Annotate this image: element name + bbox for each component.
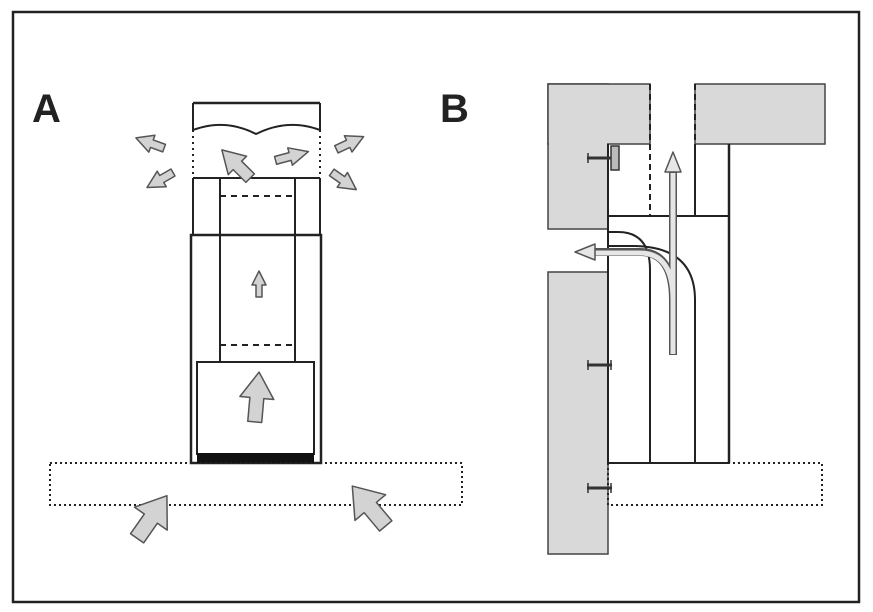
- outer-chimney: [189, 233, 323, 465]
- lower-wall: [547, 271, 609, 555]
- wall-screw: [587, 363, 612, 490]
- panel-a-worktop: [49, 462, 463, 506]
- arrow-icon: [333, 134, 365, 154]
- arrow-icon: [221, 149, 256, 184]
- arrow-icon: [146, 168, 176, 189]
- filter-bar: [197, 453, 314, 463]
- arrow-icon: [664, 151, 682, 173]
- arrow-icon: [273, 147, 310, 166]
- arrow-icon: [574, 243, 596, 261]
- panel-a-label: A: [32, 87, 61, 131]
- panel-b-label: B: [440, 87, 469, 131]
- arrow-icon: [129, 494, 168, 544]
- wall-bracket: [587, 145, 620, 171]
- arrow-icon: [328, 168, 358, 191]
- ceiling-right: [694, 83, 826, 145]
- panel-b-worktop: [607, 462, 823, 506]
- arrow-icon: [351, 485, 393, 532]
- diagram-frame: [11, 10, 861, 604]
- arrow-icon: [135, 134, 167, 153]
- arrow-icon: [251, 270, 267, 298]
- arrow-icon: [239, 371, 275, 424]
